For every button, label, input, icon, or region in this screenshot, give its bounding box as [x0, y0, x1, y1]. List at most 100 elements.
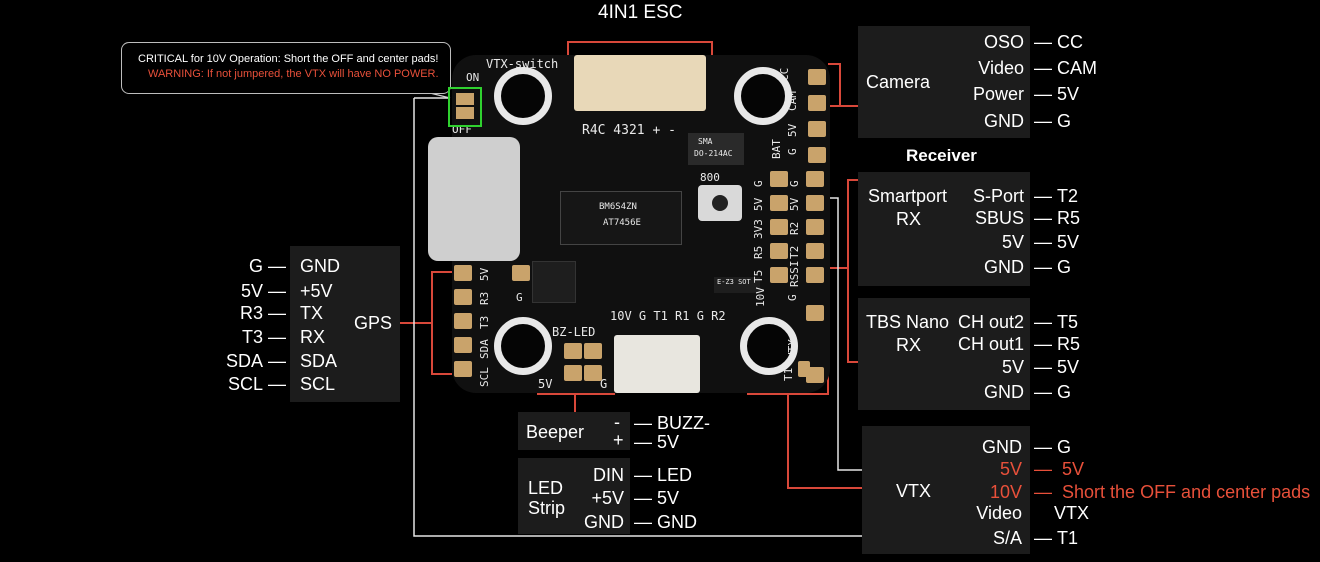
tbs-target-r5: R5 — [1057, 334, 1081, 354]
smartport-name: Smartport — [868, 186, 948, 206]
camera-target-5v: 5V — [1057, 84, 1080, 104]
camera-name: Camera — [866, 72, 931, 92]
jumper-pad-off — [456, 107, 474, 119]
pad-g-cam — [808, 147, 826, 163]
gps-target-scl: SCL — [227, 374, 263, 394]
pad-rx-rssi — [806, 267, 824, 283]
tbs-target-5v: 5V — [1057, 357, 1080, 377]
pad-gps-5v — [454, 265, 472, 281]
smartport-target-g: G — [1057, 257, 1072, 277]
pad-rx-g2 — [806, 171, 824, 187]
pad-rx-5v2 — [806, 195, 824, 211]
bottom-connector-label: 10V G T1 R1 G R2 — [610, 309, 726, 323]
led-target-led: LED — [657, 465, 693, 485]
gps-name: GPS — [354, 313, 393, 333]
osd-chip: BM6S4ZN AT7456E — [560, 191, 682, 245]
mount-hole-tl — [494, 67, 552, 125]
pad-5v-cam — [808, 121, 826, 137]
sot-chip: E-Z3 SOT — [714, 277, 760, 293]
gps-target-g: G — [248, 256, 263, 276]
pad-bz-1 — [564, 343, 582, 359]
vtx-name: VTX — [896, 481, 932, 501]
pad-rx-r2 — [806, 219, 824, 235]
tbs-pin-chout1: CH out1 — [957, 334, 1024, 354]
mount-hole-br — [740, 317, 798, 375]
gps-pin-gnd: GND — [300, 256, 340, 276]
led-strip-name1: LED — [528, 478, 564, 498]
button-label: 800 — [700, 171, 720, 184]
camera-pin-video: Video — [978, 58, 1024, 78]
smartport-pin-sbus: SBUS — [974, 208, 1024, 228]
led-strip-panel: LED Strip DIN +5V GND — [518, 458, 630, 534]
camera-panel: Camera OSO Video Power GND — [858, 26, 1030, 138]
beeper-target-buzz: BUZZ- — [657, 413, 711, 433]
pad-rx-t5 — [770, 267, 788, 283]
warning-callout: CRITICAL for 10V Operation: Short the OF… — [121, 42, 451, 94]
pad-gps-g — [512, 265, 530, 281]
smartport-target-5v: 5V — [1057, 232, 1080, 252]
pad-rx-3v3 — [770, 219, 788, 235]
pad-cam — [808, 95, 826, 111]
led-target-gnd: GND — [657, 512, 698, 532]
callout-warning: WARNING: If not jumpered, the VTX will h… — [148, 68, 439, 80]
gps-pin-sda: SDA — [300, 351, 338, 371]
vtx-target-t1: T1 — [1057, 528, 1079, 548]
camera-pin-oso: OSO — [983, 32, 1024, 52]
camera-bracket — [828, 63, 841, 107]
receiver-heading: Receiver — [906, 146, 977, 165]
esc-header-label: R4C 4321 + - — [582, 123, 676, 138]
pad-vtx-g — [806, 305, 824, 321]
vtx-pin-10v: 10V — [989, 482, 1022, 502]
pad-rx-5v1 — [770, 195, 788, 211]
gps-pin-rx: RX — [300, 327, 326, 347]
vtx-pin-gnd: GND — [982, 437, 1022, 457]
vtx-target-10v-note: Short the OFF and center pads — [1062, 482, 1311, 502]
esc-title: 4IN1 ESC — [598, 2, 683, 23]
pad-gps-sda — [454, 337, 472, 353]
pad-bz-3 — [564, 365, 582, 381]
regulator-chip — [532, 261, 576, 303]
gps-pin-tx: TX — [300, 303, 324, 323]
beeper-name: Beeper — [526, 422, 585, 442]
smartport-pin-5v: 5V — [1001, 232, 1024, 252]
tbs-rx: RX — [896, 335, 922, 355]
pad-vtx — [806, 367, 824, 383]
camera-target-cc: CC — [1057, 32, 1084, 52]
pad-gps-t3 — [454, 313, 472, 329]
gps-target-sda: SDA — [225, 351, 263, 371]
vtx-pin-sa: S/A — [992, 528, 1022, 548]
pad-rx-r5 — [770, 243, 788, 259]
pad-gps-r3 — [454, 289, 472, 305]
tbs-panel: TBS Nano RX CH out2 CH out1 5V GND — [858, 298, 1030, 410]
gps-panel: GND +5V TX RX SDA SCL GPS — [290, 246, 400, 402]
tbs-pin-gnd: GND — [984, 382, 1024, 402]
smartport-panel: Smartport RX S-Port SBUS 5V GND — [858, 172, 1030, 286]
vtx-target-g: G — [1057, 437, 1072, 457]
bz-led-label: BZ-LED — [552, 325, 596, 339]
beeper-pin-minus: - — [614, 412, 620, 432]
camera-pin-power: Power — [972, 84, 1024, 104]
pad-bz-4 — [584, 365, 602, 381]
smartport-pin-gnd: GND — [984, 257, 1024, 277]
bottom-connector — [614, 335, 700, 393]
gps-pin-scl: SCL — [300, 374, 336, 394]
vtx-pin-5v: 5V — [999, 459, 1022, 479]
pad-rx-g1 — [770, 171, 788, 187]
pad-gps-scl — [454, 361, 472, 377]
diode: SMA DO-214AC — [688, 133, 744, 165]
vtx-target-5v: 5V — [1062, 459, 1085, 479]
gps-bracket — [431, 271, 452, 375]
camera-target-g: G — [1057, 111, 1072, 131]
vtx-switch-label: VTX-switch — [486, 57, 559, 71]
led-pin-5v: +5V — [591, 488, 624, 508]
boot-button[interactable] — [698, 185, 742, 221]
vtx-panel: VTX GND 5V 10V Video S/A — [862, 426, 1030, 554]
tbs-target-t5: T5 — [1057, 312, 1079, 332]
receiver-bracket — [847, 179, 866, 363]
tbs-pin-5v: 5V — [1001, 357, 1024, 377]
beeper-target-5v: 5V — [657, 432, 680, 452]
tbs-name: TBS Nano — [866, 312, 950, 332]
vtx-jumper-pads[interactable] — [448, 87, 482, 127]
flight-controller-board: VTX-switch ON OFF R4C 4321 + - SMA DO-21… — [428, 55, 830, 393]
pad-cc — [808, 69, 826, 85]
